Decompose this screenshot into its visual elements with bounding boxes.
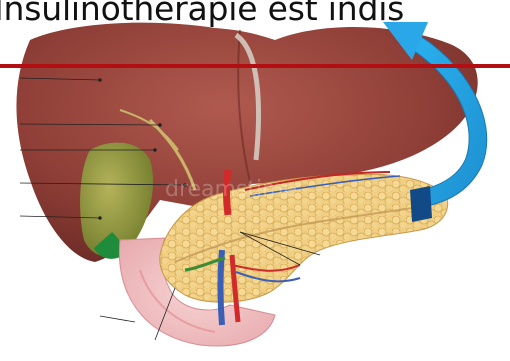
title-underline	[0, 64, 510, 68]
watermark: dreamstime	[165, 177, 297, 202]
slide-title: Insulinothérapie est indis	[0, 0, 404, 29]
